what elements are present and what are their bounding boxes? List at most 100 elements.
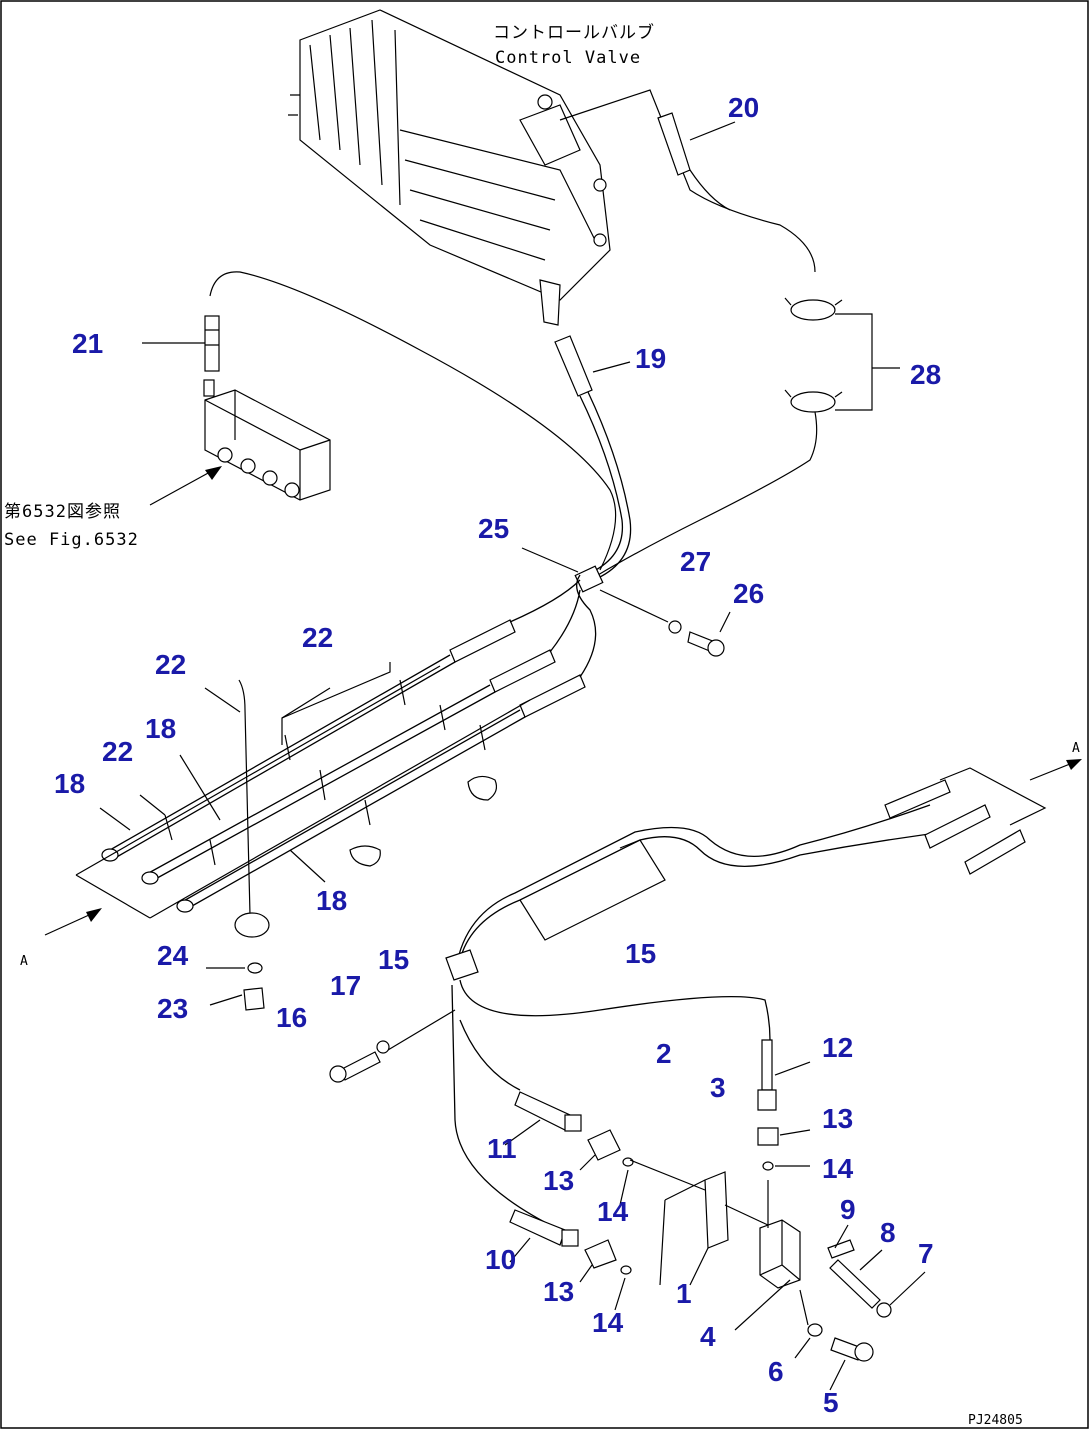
- leader-11: [504, 1119, 541, 1146]
- leaders-13-14: [579, 1129, 811, 1311]
- hose-fitting-11: [514, 1091, 582, 1132]
- see-fig-en-label: See Fig.6532: [4, 530, 139, 550]
- adapter-13c: [757, 1127, 779, 1146]
- callout-27: 27: [680, 546, 711, 577]
- arrow-a-left-label: A: [20, 954, 28, 969]
- manifold-block: [203, 379, 331, 501]
- callout-18-bottom: 18: [316, 885, 347, 916]
- callout-4: 4: [700, 1321, 716, 1352]
- leader-1: [689, 1247, 709, 1286]
- callout-12: 12: [822, 1032, 853, 1063]
- leader-27: [599, 589, 669, 623]
- callout-3: 3: [710, 1072, 726, 1103]
- arrow-a-right-head: [1066, 759, 1082, 770]
- washer-17: [376, 1040, 390, 1054]
- leader-22-left: [139, 794, 166, 816]
- leader-25: [521, 547, 579, 573]
- see-fig-jp-label: 第6532図参照: [4, 502, 121, 522]
- callout-9: 9: [840, 1194, 856, 1225]
- clamp-15: [445, 949, 771, 1231]
- callout-19: 19: [635, 343, 666, 374]
- callout-6: 6: [768, 1356, 784, 1387]
- bolt-16: [329, 1051, 381, 1083]
- hose-fitting-21: [204, 271, 617, 571]
- tubes-right-group: [454, 767, 1047, 976]
- callout-14-mid: 14: [597, 1196, 629, 1227]
- bracket-22-top: [281, 687, 331, 745]
- callout-10: 10: [485, 1244, 516, 1275]
- callout-13-right: 13: [822, 1103, 853, 1134]
- bolt-26: [687, 631, 725, 657]
- leader-9: [834, 1224, 849, 1249]
- callout-17: 17: [330, 970, 361, 1001]
- leader-18-bottom: [289, 849, 326, 883]
- hose-fitting-19: [554, 335, 632, 579]
- leader-28: [835, 313, 900, 411]
- arrow-see-fig: [205, 466, 222, 480]
- leader-23: [209, 994, 243, 1006]
- callout-23: 23: [157, 993, 188, 1024]
- control-valve: [288, 9, 611, 326]
- callout-5: 5: [823, 1387, 839, 1418]
- control-valve-en-label: Control Valve: [495, 48, 641, 68]
- callout-13-bottom: 13: [543, 1276, 574, 1307]
- callout-2: 2: [656, 1038, 672, 1069]
- arrow-a-left-head: [86, 908, 102, 922]
- callout-24: 24: [157, 940, 189, 971]
- spacer-9: [827, 1239, 855, 1259]
- leader-see-fig: [149, 471, 211, 506]
- adapter-13a: [587, 1129, 621, 1161]
- washer-27: [668, 620, 682, 634]
- callout-14-right: 14: [822, 1153, 854, 1184]
- callout-22-top: 22: [302, 622, 333, 653]
- hose-fitting-12: [757, 1039, 777, 1111]
- callout-22-mid: 22: [155, 649, 186, 680]
- valve-block-4: [759, 1180, 801, 1289]
- rod-8: [829, 1259, 881, 1309]
- hose-fitting-20: [657, 112, 731, 211]
- callout-11: 11: [487, 1133, 517, 1164]
- leader-control-valve: [559, 89, 816, 273]
- leader-7: [889, 1271, 926, 1306]
- leader-8: [859, 1249, 883, 1271]
- callout-28: 28: [910, 359, 941, 390]
- leader-22-top: [281, 662, 391, 719]
- washer-6: [807, 1323, 823, 1337]
- control-valve-jp-label: コントロールバルブ: [493, 22, 655, 43]
- leader-22-mid: [204, 687, 241, 713]
- leader-20: [689, 121, 736, 141]
- leader-17: [387, 1009, 456, 1051]
- callout-21: 21: [72, 328, 103, 359]
- cap-7: [876, 1302, 892, 1318]
- callout-22-left: 22: [102, 736, 133, 767]
- leader-5: [829, 1359, 846, 1391]
- leader-12: [774, 1061, 811, 1076]
- leader-19: [592, 361, 631, 373]
- arrow-a-right-line: [1029, 761, 1076, 781]
- callout-15-right: 15: [625, 938, 656, 969]
- callout-8: 8: [880, 1217, 896, 1248]
- callout-26: 26: [733, 578, 764, 609]
- leader-4: [734, 1279, 791, 1331]
- callout-18-left: 18: [54, 768, 85, 799]
- leader-10: [509, 1237, 531, 1263]
- callout-25: 25: [478, 513, 509, 544]
- callout-14-bottom: 14: [592, 1307, 624, 1338]
- clamps-28: [597, 297, 843, 576]
- leader-18-left: [99, 807, 131, 831]
- hose-fitting-10: [509, 1209, 579, 1247]
- leader-26: [719, 611, 731, 633]
- tubes-18-group: [75, 574, 597, 919]
- bolt-5: [830, 1337, 874, 1362]
- callout-18-mid: 18: [145, 713, 176, 744]
- leader-18-mid: [179, 754, 221, 821]
- o-ring-14a: [622, 1157, 634, 1167]
- callout-20: 20: [728, 92, 759, 123]
- callout-7: 7: [918, 1238, 934, 1269]
- arrow-a-right-label: A: [1072, 741, 1080, 756]
- callout-13-mid: 13: [543, 1165, 574, 1196]
- o-ring-14b: [620, 1265, 632, 1275]
- o-ring-14c: [762, 1161, 774, 1171]
